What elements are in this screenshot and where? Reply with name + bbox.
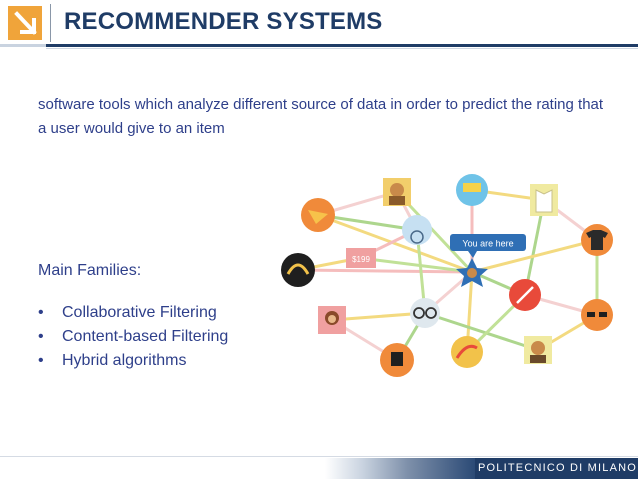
pizza-node: [301, 198, 335, 232]
music-node: [451, 336, 483, 368]
families-list: Collaborative Filtering Content-based Fi…: [38, 301, 228, 373]
sunglasses-node: [581, 299, 613, 331]
you-are-here-label: You are here: [462, 239, 513, 249]
glasses-node: [410, 298, 440, 328]
jacket-node: [530, 184, 558, 216]
slide-title: RECOMMENDER SYSTEMS: [64, 8, 383, 35]
politecnico-logo: [8, 6, 42, 40]
definition-text: software tools which analyze different s…: [38, 96, 604, 137]
title-rule: [46, 44, 638, 47]
families-heading: Main Families:: [38, 262, 142, 279]
title-underline: [46, 48, 638, 49]
footer-band: [475, 458, 638, 479]
title-rule-light: [0, 44, 46, 47]
you-are-here-callout: You are here: [450, 234, 526, 258]
price-tag-label: $199: [352, 255, 370, 264]
family-item-content-based: Content-based Filtering: [38, 325, 228, 349]
family-item-hybrid: Hybrid algorithms: [38, 349, 228, 373]
user-star-node: [456, 258, 488, 287]
man-portrait-node: [524, 336, 552, 364]
family-item-collaborative: Collaborative Filtering: [38, 301, 228, 325]
institution-name: POLITECNICO DI MILANO: [478, 462, 638, 474]
peace-cloud-node: [402, 215, 432, 245]
title-separator: [50, 4, 51, 42]
footer: POLITECNICO DI MILANO: [0, 458, 638, 479]
guitar-node: [509, 279, 541, 311]
shirt-node: [581, 224, 613, 256]
cup-node: [380, 343, 414, 377]
recommendation-network-illustration: $199 You are here: [281, 174, 613, 377]
hair-node: [281, 253, 315, 287]
woman-portrait-node: [318, 306, 346, 334]
footer-gradient: [325, 458, 475, 479]
footer-divider: [0, 456, 638, 457]
person-portrait-node: [383, 178, 411, 206]
sale-tag-node: $199: [346, 248, 376, 268]
sun-hat-node: [456, 174, 488, 206]
